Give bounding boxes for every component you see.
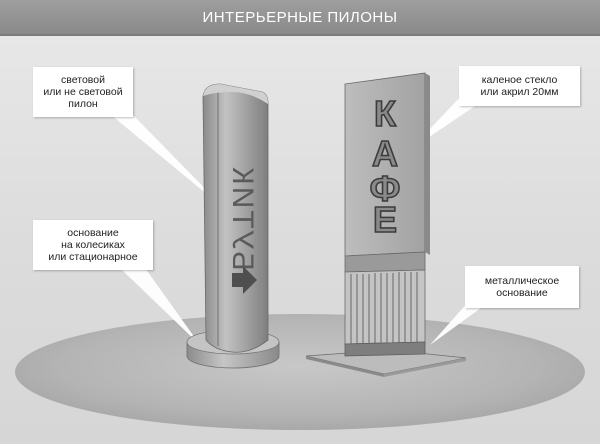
callout-line: металлическое bbox=[484, 275, 560, 287]
metal-band bbox=[344, 251, 426, 273]
title-bar: ИНТЕРЬЕРНЫЕ ПИЛОНЫ bbox=[0, 0, 600, 36]
callout-line: на колесиках bbox=[61, 239, 125, 251]
callout-pointer bbox=[430, 300, 485, 345]
sign-letter: А bbox=[372, 133, 398, 174]
callout-line: пилон bbox=[68, 98, 98, 110]
sign-letter: Ф bbox=[370, 168, 401, 209]
lattice-bars bbox=[350, 272, 418, 344]
callout-base: основание на колесиках или стационарное bbox=[33, 220, 153, 270]
right-arrow-icon bbox=[232, 266, 257, 294]
pylon-foot bbox=[344, 341, 426, 357]
sign-letter: Е bbox=[373, 199, 397, 240]
callout-line: каленое стекло bbox=[481, 74, 558, 86]
pylon-base-plate-edge bbox=[384, 358, 466, 377]
pylon-sign-text: БУТИК bbox=[226, 165, 259, 270]
callout-line: световой bbox=[61, 74, 105, 86]
callout-line: или стационарное bbox=[48, 251, 138, 263]
pylon-base-plate-edge bbox=[306, 356, 384, 377]
callout-line: или акрил 20мм bbox=[480, 86, 559, 98]
callout-light-pylon: световой или не световой пилон bbox=[33, 67, 133, 117]
callout-pointer bbox=[110, 114, 226, 210]
left-pylon: БУТИК bbox=[186, 83, 280, 369]
callout-line: основание bbox=[496, 287, 548, 299]
floor-ellipse bbox=[15, 314, 585, 430]
callout-pointer bbox=[120, 268, 200, 345]
glass-panel-edge bbox=[425, 73, 430, 255]
callout-glass: каленое стекло или акрил 20мм bbox=[459, 66, 580, 106]
callout-metal-base: металлическое основание bbox=[465, 266, 579, 308]
sign-letter: К bbox=[374, 93, 397, 134]
callout-line: или не световой bbox=[43, 86, 123, 98]
right-pylon: К А Ф Е bbox=[305, 72, 467, 377]
pylon-cap bbox=[203, 84, 268, 104]
page-title: ИНТЕРЬЕРНЫЕ ПИЛОНЫ bbox=[202, 8, 398, 26]
callout-line: основание bbox=[67, 227, 119, 239]
